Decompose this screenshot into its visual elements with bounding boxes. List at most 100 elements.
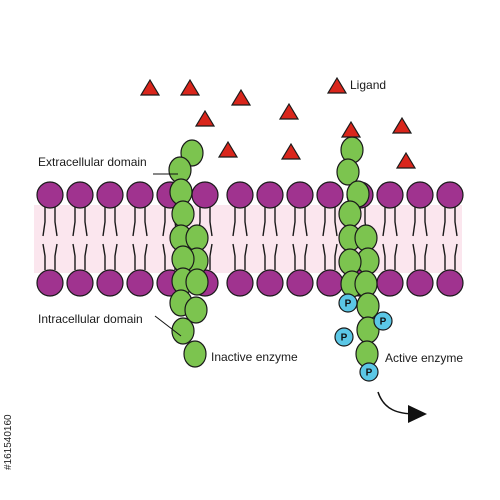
bilayer-band — [34, 205, 462, 273]
lipid-head-top — [406, 181, 434, 209]
ligand-triangle — [230, 88, 252, 106]
lipid-head-bottom — [406, 269, 434, 297]
inactive-receptor — [168, 139, 209, 368]
active-enzyme-label: Active enzyme — [385, 351, 463, 365]
lipid-tail — [102, 205, 106, 237]
phosphate-group — [338, 293, 358, 313]
phosphate-group — [373, 311, 393, 331]
lipid-head-bottom — [436, 269, 464, 297]
lipid-head-bottom — [376, 269, 404, 297]
lipid-tail — [454, 205, 458, 237]
lipid-head-bottom — [96, 269, 124, 297]
phosphate-label: P — [341, 333, 348, 344]
lipid-tail — [334, 205, 338, 237]
lipid-tail — [84, 205, 88, 237]
lipid-tail — [42, 205, 46, 237]
ligand-triangle — [326, 76, 348, 94]
lipid-head-bottom — [286, 269, 314, 297]
receptor-bead — [185, 224, 209, 252]
lipid-head-top — [316, 181, 344, 209]
lipid-head-top — [286, 181, 314, 209]
intracellular-pointer — [154, 315, 182, 337]
phosphate-group — [334, 327, 354, 347]
ligand-label: Ligand — [350, 78, 386, 92]
lipid-tail — [394, 243, 398, 270]
lipid-tail — [304, 205, 308, 237]
ligand-triangle — [395, 151, 417, 169]
ligand-triangle — [179, 78, 201, 96]
receptor-bead — [171, 200, 195, 228]
receptor-bead — [336, 158, 360, 186]
phosphate-label: P — [380, 317, 387, 328]
lipid-tail — [54, 205, 58, 237]
lipid-head-bottom — [126, 269, 154, 297]
lipid-tail — [262, 243, 266, 270]
lipid-tail — [322, 205, 326, 237]
lipid-tail — [292, 243, 296, 270]
lipid-tail — [102, 243, 106, 270]
lipid-head-bottom — [36, 269, 64, 297]
lipid-tail — [292, 205, 296, 237]
lipid-tail — [162, 205, 166, 237]
lipid-tail — [144, 243, 148, 270]
receptor-bead — [183, 340, 207, 368]
lipid-tail — [114, 243, 118, 270]
lipid-tail — [209, 243, 213, 270]
lipid-tail — [42, 243, 46, 270]
lipid-tail — [244, 205, 248, 237]
ligand-molecules — [139, 76, 417, 169]
lipid-tail — [54, 243, 58, 270]
lipid-head-top — [226, 181, 254, 209]
lipid-head-bottom — [316, 269, 344, 297]
receptor-bead — [171, 317, 195, 345]
lipid-tail — [442, 243, 446, 270]
receptor-bead — [338, 200, 362, 228]
lipid-head-bottom — [256, 269, 284, 297]
lipid-tail — [442, 205, 446, 237]
lipid-tail — [412, 205, 416, 237]
phosphate-label: P — [345, 299, 352, 310]
receptor-bead — [354, 224, 378, 252]
lipid-tail — [382, 205, 386, 237]
inactive-enzyme-label: Inactive enzyme — [211, 350, 298, 364]
lipid-tail — [232, 205, 236, 237]
lipid-tail — [132, 205, 136, 237]
lipid-tail — [72, 205, 76, 237]
lipid-tail — [162, 243, 166, 270]
ligand-triangle — [280, 142, 302, 160]
lipid-tail — [304, 243, 308, 270]
lipid-tail — [322, 243, 326, 270]
ligand-triangle — [391, 116, 413, 134]
lipid-tail — [334, 243, 338, 270]
lipid-head-top — [191, 181, 219, 209]
ligand-triangle — [139, 78, 161, 96]
phosphate-group — [359, 362, 379, 382]
activity-arrowhead — [408, 405, 427, 423]
lipid-head-top — [126, 181, 154, 209]
lipid-head-bottom — [66, 269, 94, 297]
lipid-tail — [132, 243, 136, 270]
ligand-triangle — [194, 109, 216, 127]
intracellular-domain-label: Intracellular domain — [38, 312, 143, 326]
receptor-bead — [184, 296, 208, 324]
lipid-tail — [382, 243, 386, 270]
lipid-head-bottom — [226, 269, 254, 297]
extracellular-domain-label: Extracellular domain — [38, 155, 147, 169]
lipid-tail — [262, 205, 266, 237]
lipid-tail — [412, 243, 416, 270]
lipid-tail — [84, 243, 88, 270]
lipid-head-top — [436, 181, 464, 209]
lipid-tail — [114, 205, 118, 237]
lipid-tail — [209, 205, 213, 237]
lipid-tail — [244, 243, 248, 270]
ligand-triangle — [340, 120, 362, 138]
lipid-tail — [72, 243, 76, 270]
lipid-head-top — [66, 181, 94, 209]
lipid-tail — [274, 243, 278, 270]
lipid-head-top — [376, 181, 404, 209]
lipid-tail — [144, 205, 148, 237]
lipid-tail — [274, 205, 278, 237]
lipid-tail — [394, 205, 398, 237]
